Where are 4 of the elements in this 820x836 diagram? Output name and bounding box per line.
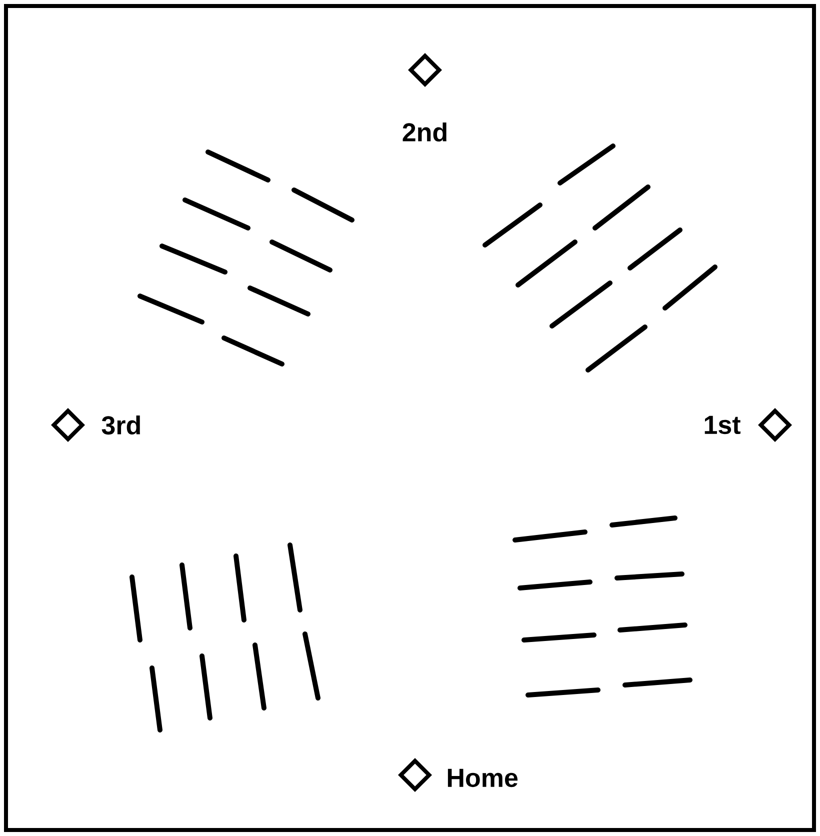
base-label: 1st: [704, 416, 740, 434]
base-label: 2nd: [402, 122, 446, 142]
base-label: 3rd: [102, 415, 140, 435]
base-label: Home: [448, 768, 518, 788]
